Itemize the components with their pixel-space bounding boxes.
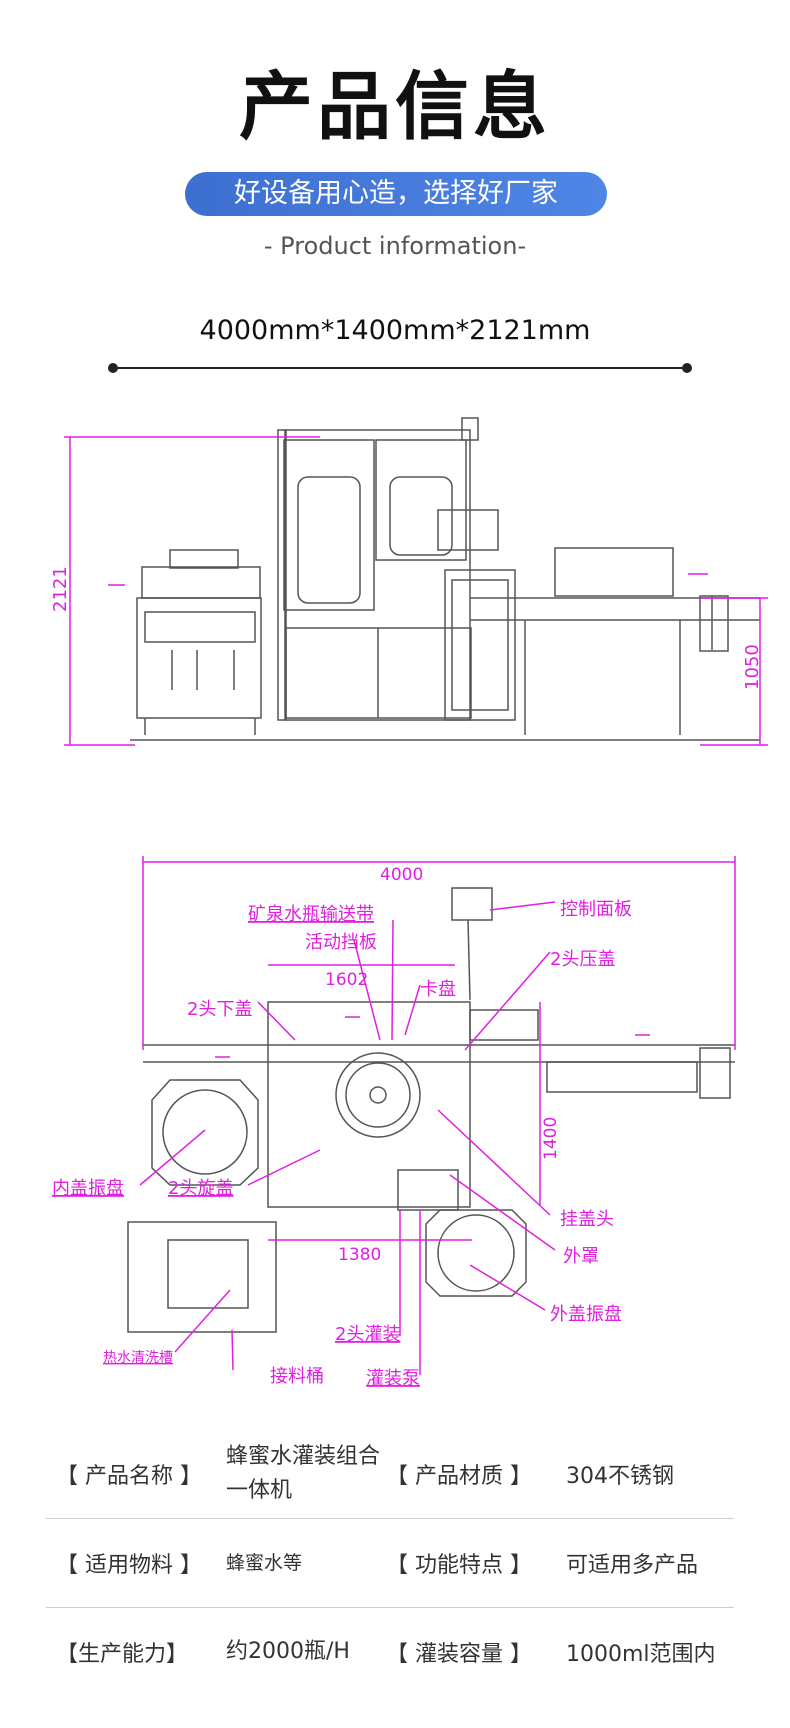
page-title: 产品信息: [239, 64, 551, 150]
spec-label: 【 适用物料 】: [56, 1553, 202, 1578]
length-4000-label: 4000: [380, 865, 423, 885]
spec-value: 约2000瓶/H: [226, 1639, 350, 1664]
spec-table: 【 产品名称 】 蜂蜜水灌装组合一体机 【 产品材质 】 304不锈钢 【 适用…: [46, 1430, 734, 1696]
label-cap-hanger: 挂盖头: [560, 1209, 614, 1230]
top-view-drawing: [127, 887, 735, 1333]
label-control-panel: 控制面板: [560, 899, 632, 920]
label-baffle: 活动挡板: [305, 932, 377, 953]
spec-value: 可适用多产品: [566, 1553, 699, 1578]
spec-value: 蜂蜜水等: [226, 1552, 303, 1574]
label-inner-cap-vibrator: 内盖振盘: [52, 1178, 124, 1199]
label-hot-water-tank: 热水清洗槽: [103, 1350, 173, 1366]
spec-label: 【 灌装容量 】: [386, 1642, 532, 1667]
dimensions-text: 4000mm*1400mm*2121mm: [199, 315, 591, 346]
spec-label: 【 功能特点 】: [386, 1553, 532, 1578]
spec-label: 【生产能力】: [56, 1642, 189, 1667]
width-1400-label: 1400: [541, 1117, 561, 1160]
spec-value: 304不锈钢: [566, 1464, 674, 1489]
front-view-drawing: [130, 417, 760, 741]
front-view-dimensions: [64, 436, 768, 746]
height-2121-label: 2121: [50, 566, 71, 612]
label-press-cap: 2头压盖: [550, 949, 615, 970]
label-collector: 接料桶: [270, 1366, 324, 1387]
label-star-wheel: 卡盘: [420, 979, 456, 1000]
span-1380-label: 1380: [338, 1245, 381, 1265]
spec-value: 蜂蜜水灌装组合一体机: [226, 1444, 381, 1503]
label-filling-pump: 灌装泵: [366, 1368, 420, 1389]
spec-label: 【 产品材质 】: [386, 1464, 532, 1489]
slogan-banner: 好设备用心造，选择好厂家: [185, 172, 607, 216]
spec-row: 【 产品名称 】 蜂蜜水灌装组合一体机 【 产品材质 】 304不锈钢: [46, 1430, 734, 1519]
label-screw-cap: 2头旋盖: [168, 1178, 233, 1199]
spec-value: 1000ml范围内: [566, 1642, 716, 1667]
spec-row: 【 适用物料 】 蜂蜜水等 【 功能特点 】 可适用多产品: [46, 1519, 734, 1608]
divider-dot-right: [682, 363, 692, 373]
label-conveyor: 矿泉水瓶输送带: [248, 904, 374, 925]
top-view-dimensions: [139, 856, 736, 1375]
page-subtitle: - Product information-: [263, 232, 527, 260]
divider-line: [112, 367, 688, 369]
height-1050-label: 1050: [742, 644, 763, 690]
label-drop-cap: 2头下盖: [187, 999, 252, 1020]
label-outer-cap-vibrator: 外盖振盘: [550, 1304, 622, 1325]
spec-label: 【 产品名称 】: [56, 1464, 202, 1489]
label-filling-2head: 2头灌装: [335, 1324, 400, 1345]
label-outer-cover: 外罩: [563, 1246, 599, 1267]
divider-dot-left: [108, 363, 118, 373]
span-1602-label: 1602: [325, 970, 368, 990]
spec-row: 【生产能力】 约2000瓶/H 【 灌装容量 】 1000ml范围内: [46, 1608, 734, 1696]
